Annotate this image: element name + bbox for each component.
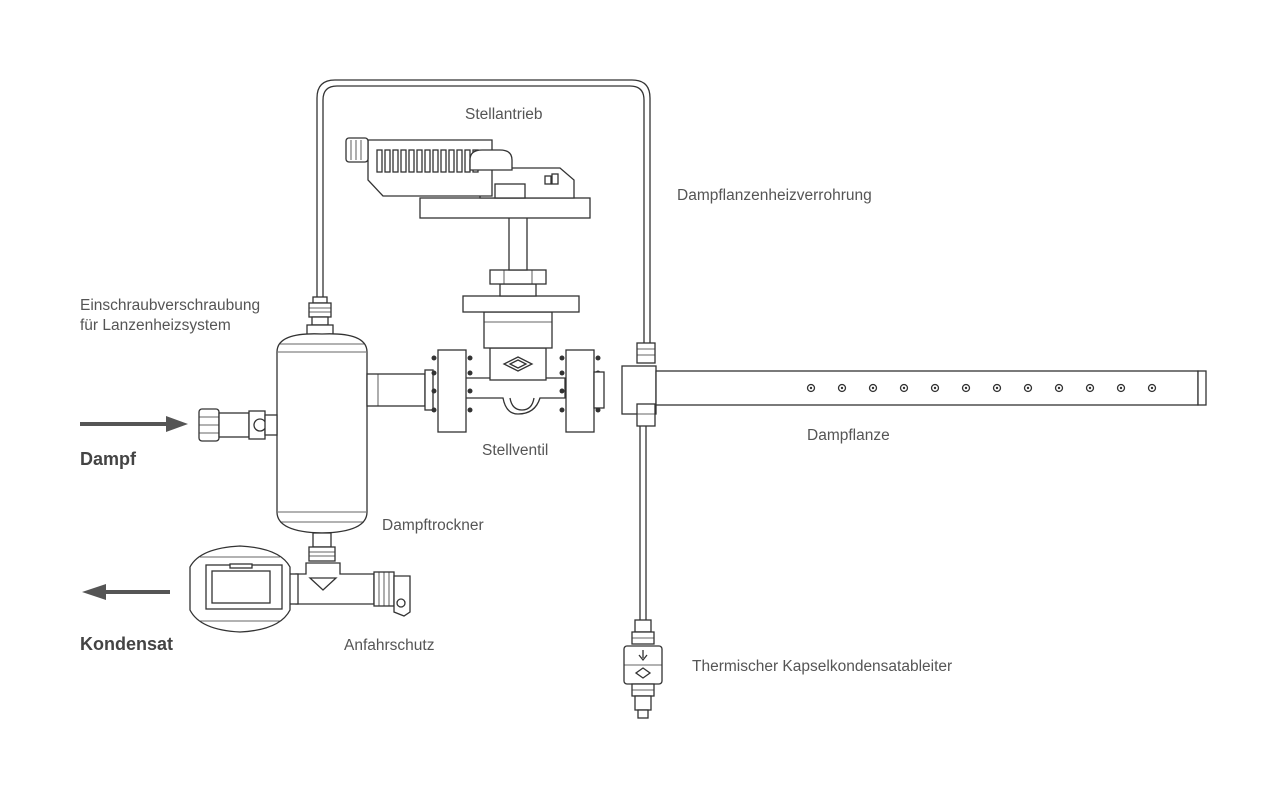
steam-dryer bbox=[276, 333, 368, 562]
label-stellantrieb: Stellantrieb bbox=[465, 106, 543, 123]
label-lanzenheizsystem: für Lanzenheizsystem bbox=[80, 317, 231, 334]
label-einschraubverschraubung: Einschraubverschraubung bbox=[80, 297, 261, 314]
actuator bbox=[345, 137, 591, 219]
label-dampflanze: Dampflanze bbox=[807, 427, 890, 444]
capsule-steam-trap bbox=[623, 619, 663, 719]
inlet-valve bbox=[198, 408, 278, 442]
label-heizverrohrung: Dampflanzenheizverrohrung bbox=[677, 187, 872, 204]
arrow-right-icon bbox=[80, 416, 188, 432]
label-anfahrschutz: Anfahrschutz bbox=[344, 637, 435, 654]
label-kondensat: Kondensat bbox=[80, 634, 174, 654]
condensate-housing bbox=[189, 545, 291, 633]
label-stellventil: Stellventil bbox=[482, 442, 549, 459]
steam-lance bbox=[655, 370, 1207, 406]
lance-tee bbox=[621, 342, 657, 427]
label-kapselkondensatableiter: Thermischer Kapselkondensatableiter bbox=[692, 658, 953, 675]
condensate-tee bbox=[287, 562, 375, 605]
dryer-outlet-nipple bbox=[366, 369, 434, 411]
label-dampftrockner: Dampftrockner bbox=[382, 517, 484, 534]
screw-in-fitting bbox=[306, 296, 334, 340]
start-up-protection bbox=[373, 571, 411, 617]
arrow-left-icon bbox=[82, 584, 170, 600]
lance-nozzles bbox=[806, 383, 1157, 393]
label-dampf: Dampf bbox=[80, 449, 137, 469]
heating-pipe bbox=[316, 79, 651, 620]
control-valve bbox=[431, 189, 605, 433]
